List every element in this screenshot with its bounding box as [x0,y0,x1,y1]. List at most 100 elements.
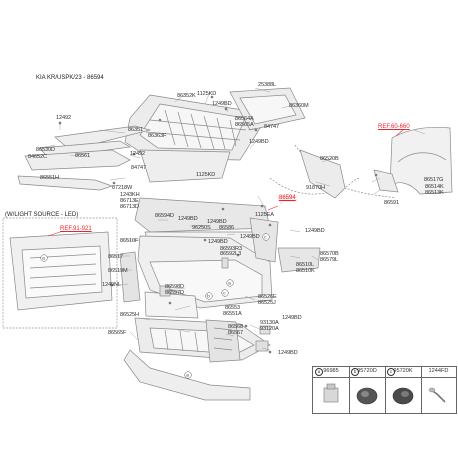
part-label[interactable]: 1249BD [282,315,302,321]
part-label[interactable]: 1249BD [240,234,260,240]
part-label[interactable]: 86598D [165,284,184,290]
part-label[interactable]: 1249BD [207,219,227,225]
part-label[interactable]: 1249NL [102,282,121,288]
ref-arrows [47,128,405,237]
legend-code: 96985 [323,368,339,374]
upper-trim-strips [17,125,231,191]
ref-link-fender[interactable]: REF.60-660 [378,124,410,130]
callout-circles: a a b c a c [40,233,270,379]
side-bracket-right [299,149,346,199]
ref-link-inset[interactable]: REF.91-921 [60,226,92,232]
part-label[interactable]: 86592L3 [220,251,242,257]
part-label[interactable]: 1125KD [196,172,216,178]
part-label[interactable]: 86514K [425,184,444,190]
part-label[interactable]: 86591 [384,200,400,206]
part-label[interactable]: 86352K [177,93,196,99]
under-cover-upper [229,87,306,131]
part-label[interactable]: 86520B [320,156,339,162]
legend-code: 95720K [393,368,413,374]
part-label[interactable]: 86519M [108,268,128,274]
part-label[interactable]: 91870H [306,185,325,191]
small-clip-parts [159,257,271,352]
legend-cell[interactable]: a 96985 [313,367,350,413]
part-label[interactable]: 86551A [223,311,242,317]
fastener-dots [58,95,378,354]
part-label[interactable]: 1125EA [255,212,274,218]
part-label[interactable]: 96250S [192,225,211,231]
fender-outline [389,126,453,195]
sensor-icon [385,378,421,413]
part-label[interactable]: 86530D [36,147,55,153]
lower-grille [134,317,271,361]
part-label[interactable]: 86526E [258,294,277,300]
part-label[interactable]: 86551H [40,175,59,181]
part-label[interactable]: 93130A [260,320,279,326]
part-label[interactable]: 1249BD [208,239,228,245]
part-label[interactable]: 86363F [148,133,167,139]
part-label[interactable]: 1249BD [305,228,325,234]
clip-icon [313,378,349,413]
part-label[interactable]: 86565A [235,122,254,128]
svg-text:a: a [186,373,189,378]
part-label[interactable]: 84652C [28,154,47,160]
part-label[interactable]: 86510F [120,238,139,244]
part-label[interactable]: 86586 [219,225,235,231]
part-label[interactable]: 84747 [131,165,147,171]
diagram-title: KIA KR/USPK/23 - 86594 [36,75,104,81]
screw-icon [421,378,456,413]
svg-text:a: a [228,281,231,286]
svg-text:a: a [42,256,45,261]
license-plate-bracket [144,291,199,319]
part-label[interactable]: 1249BD [249,139,269,145]
part-label[interactable]: 86568 [228,324,244,330]
sensor-icon [349,378,385,413]
legend-letter: a [315,368,323,376]
part-label[interactable]: 93120A [260,326,279,332]
part-label[interactable]: 12492 [56,115,72,121]
part-label[interactable]: 86525J [258,300,276,306]
part-label[interactable]: 86565F [108,330,127,336]
part-label[interactable]: 86360M [289,103,309,109]
part-label[interactable]: 86351 [128,127,144,133]
part-label[interactable]: 1249BD [212,101,232,107]
part-label[interactable]: 1243KH [120,192,140,198]
part-label[interactable]: 86564A [235,116,254,122]
part-label[interactable]: 86513K [425,190,444,196]
part-label[interactable]: 86579L [320,257,339,263]
svg-text:c: c [223,291,226,296]
part-label[interactable]: 86510L [296,262,315,268]
legend-letter: c [387,368,395,376]
ref-link-center[interactable]: 86594 [278,195,297,202]
inset-title: (W/LIGHT SOURCE - LED) [5,212,79,218]
side-bracket-fender [373,169,399,193]
legend-code: 1244FD [428,368,449,374]
part-label[interactable]: 1125KD [197,91,217,97]
legend-cell[interactable]: c 95720K [385,367,422,413]
legend-code: 95720D [357,368,377,374]
part-label[interactable]: 86713D [120,204,139,210]
part-label[interactable]: 12492 [130,151,146,157]
part-label[interactable]: 86594D [155,213,174,219]
bumper-side-brackets [249,217,321,273]
part-label[interactable]: 86561 [75,153,91,159]
part-label[interactable]: 1249BD [178,216,198,222]
part-label[interactable]: 87218W [112,185,133,191]
part-label[interactable]: 86713E [120,198,139,204]
part-label[interactable]: 86593R3 [220,246,243,252]
legend-cell[interactable]: b 95720D [349,367,386,413]
part-label[interactable]: 1249BD [278,350,298,356]
part-label[interactable]: 86510K [296,268,315,274]
leader-lines [44,87,426,351]
part-label[interactable]: 86570B [320,251,339,257]
part-label[interactable]: 86525H [120,312,139,318]
svg-text:c: c [264,235,267,240]
part-label[interactable]: 86517G [424,177,444,183]
part-label[interactable]: 86597D [165,290,184,296]
legend-cell[interactable]: 1244FD [421,367,456,413]
part-label[interactable]: 25388L [258,82,277,88]
part-label[interactable]: 84747 [264,124,280,130]
part-label[interactable]: 86567 [228,330,244,336]
part-label[interactable]: 86517 [108,254,124,260]
part-label[interactable]: 86553 [225,305,241,311]
